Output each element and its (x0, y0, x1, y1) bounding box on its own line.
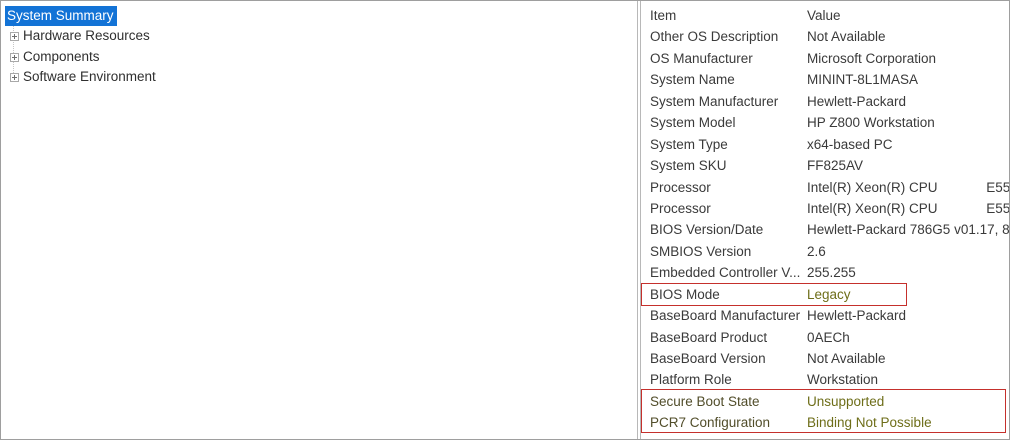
table-row[interactable]: OS Manufacturer Microsoft Corporation (650, 48, 1009, 69)
value-cell: x64-based PC (807, 136, 893, 152)
pane-divider[interactable] (638, 1, 640, 439)
item-cell: PCR7 Configuration (650, 415, 771, 431)
table-row[interactable]: PCR7 Configuration Binding Not Possible (650, 412, 1009, 433)
tree-item-label: System Summary (5, 5, 117, 26)
item-cell: System Type (650, 136, 728, 152)
tree-item-system-summary[interactable]: System Summary (1, 5, 637, 26)
item-cell: Processor (650, 179, 711, 195)
value-cell: Hewlett-Packard (807, 308, 907, 324)
table-row[interactable]: BIOS Version/Date Hewlett-Packard 786G5 … (650, 219, 1009, 240)
column-header-value[interactable]: Value (807, 8, 841, 23)
table-row[interactable]: System Type x64-based PC (650, 134, 1009, 155)
table-row[interactable]: SMBIOS Version 2.6 (650, 241, 1009, 262)
table-body: Other OS Description Not Available OS Ma… (650, 26, 1009, 433)
expand-plus-icon[interactable] (10, 52, 19, 62)
tree-item-components[interactable]: Components (1, 47, 637, 68)
tree-items: Hardware Resources Components Software E… (1, 26, 637, 88)
value-cell: 2.6 (807, 243, 826, 259)
item-cell: SMBIOS Version (650, 243, 752, 259)
value-cell: 255.255 (807, 265, 856, 281)
value-cell: Intel(R) Xeon(R) CPU E5506 (807, 200, 1009, 216)
table-row[interactable]: Platform Role Workstation (650, 369, 1009, 390)
value-cell: FF825AV (807, 158, 864, 174)
item-cell: Embedded Controller V... (650, 265, 801, 281)
table-row[interactable]: Secure Boot State Unsupported (650, 391, 1009, 412)
item-cell: System Name (650, 72, 735, 88)
item-cell: BIOS Version/Date (650, 222, 764, 238)
item-cell: Secure Boot State (650, 393, 760, 409)
item-cell: BaseBoard Manufacturer (650, 308, 801, 324)
value-cell: HP Z800 Workstation (807, 115, 935, 131)
table-row[interactable]: BaseBoard Manufacturer Hewlett-Packard (650, 305, 1009, 326)
expand-plus-icon[interactable] (10, 73, 19, 83)
value-cell: Workstation (807, 372, 879, 388)
details-pane: Item Value Other OS Description Not Avai… (640, 1, 1009, 439)
value-cell: 0AECh (807, 329, 850, 345)
table-row[interactable]: BaseBoard Version Not Available (650, 348, 1009, 369)
item-cell: Processor (650, 200, 711, 216)
item-cell: BaseBoard Version (650, 351, 766, 366)
tree-item-label: Software Environment (23, 69, 156, 85)
item-cell: BaseBoard Product (650, 329, 768, 345)
tree-connector-line (13, 17, 14, 79)
value-cell: Not Available (807, 351, 886, 366)
table-row[interactable]: Embedded Controller V... 255.255 (650, 262, 1009, 283)
expand-plus-icon[interactable] (10, 31, 19, 41)
table-row[interactable]: BIOS Mode Legacy (650, 284, 1009, 305)
item-cell: System Manufacturer (650, 93, 779, 109)
value-cell: Unsupported (807, 393, 885, 409)
tree-item-hardware-resources[interactable]: Hardware Resources (1, 26, 637, 47)
tree-item-label: Hardware Resources (23, 28, 150, 43)
value-cell: Intel(R) Xeon(R) CPU E5506 (807, 179, 1009, 195)
value-cell: Hewlett-Packard 786G5 v01.17, 8/ (807, 222, 1009, 238)
value-cell: Not Available (807, 29, 886, 45)
value-cell: Binding Not Possible (807, 415, 932, 431)
value-cell: Hewlett-Packard (807, 93, 907, 109)
table-header-row: Item Value (650, 5, 1009, 26)
table-row[interactable]: System SKU FF825AV (650, 155, 1009, 176)
tree-item-label: Components (23, 48, 100, 64)
value-cell: Legacy (807, 286, 851, 302)
value-cell: Microsoft Corporation (807, 50, 937, 66)
item-cell: Other OS Description (650, 29, 779, 45)
table-row[interactable]: System Model HP Z800 Workstation (650, 112, 1009, 133)
item-cell: BIOS Mode (650, 286, 720, 302)
tree-item-software-environment[interactable]: Software Environment (1, 67, 637, 88)
table-row[interactable]: System Manufacturer Hewlett-Packard (650, 91, 1009, 112)
item-cell: System Model (650, 115, 736, 131)
table-row[interactable]: Processor Intel(R) Xeon(R) CPU E5506 (650, 177, 1009, 198)
item-cell: System SKU (650, 158, 727, 174)
column-header-item[interactable]: Item (650, 8, 677, 23)
table-row[interactable]: Other OS Description Not Available (650, 26, 1009, 47)
category-tree-pane: System Summary Hardware Resources Compon… (1, 1, 638, 439)
item-cell: Platform Role (650, 372, 732, 388)
table-row[interactable]: BaseBoard Product 0AECh (650, 327, 1009, 348)
value-cell: MININT-8L1MASA (807, 72, 919, 88)
table-row[interactable]: Processor Intel(R) Xeon(R) CPU E5506 (650, 198, 1009, 219)
item-cell: OS Manufacturer (650, 50, 753, 66)
table-row[interactable]: System Name MININT-8L1MASA (650, 69, 1009, 90)
